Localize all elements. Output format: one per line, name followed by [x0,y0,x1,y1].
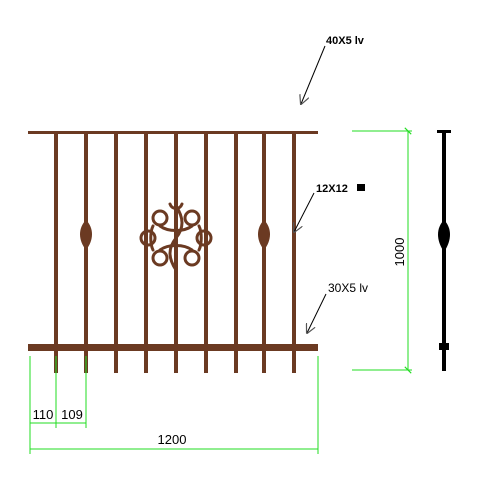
picket [292,133,296,373]
picket [174,133,178,373]
left-knuckle-ornament [80,220,92,250]
gap-first-dimension-text: 110 [33,407,54,422]
leader-arrow-icon [294,192,315,232]
center-scroll-ornament [139,202,213,272]
picket [204,133,208,373]
width-dimension-text: 1200 [158,432,187,447]
picket [234,133,238,373]
height-dimension [352,127,412,374]
height-dimension-text: 1000 [392,238,407,267]
bottom-rail [28,344,318,351]
leader-arrow-icon [307,293,327,333]
annotation-bottom-rail: 30X5 lv [307,281,368,333]
fence-front-view [28,131,318,373]
filled-square-icon [357,184,365,191]
picket [262,133,266,373]
picket [114,133,118,373]
annotation-top-rail: 40X5 lv [301,35,365,104]
gap-second-dimension-text: 109 [61,407,83,422]
leader-arrow-icon [301,45,326,104]
bottom-rail-label: 30X5 lv [328,281,368,295]
top-rail-label: 40X5 lv [326,35,365,47]
picket [144,133,148,373]
side-view-bottom-rail [439,343,449,350]
right-knuckle-ornament [258,220,270,250]
annotation-picket: 12X12 [294,183,365,232]
picket-label: 12X12 [316,183,348,195]
side-view [437,130,451,371]
side-view-knuckle [438,220,450,252]
picket [54,133,58,373]
pickets [54,133,296,373]
picket [84,133,88,373]
width-dimensions [29,356,319,454]
top-rail [28,131,318,134]
